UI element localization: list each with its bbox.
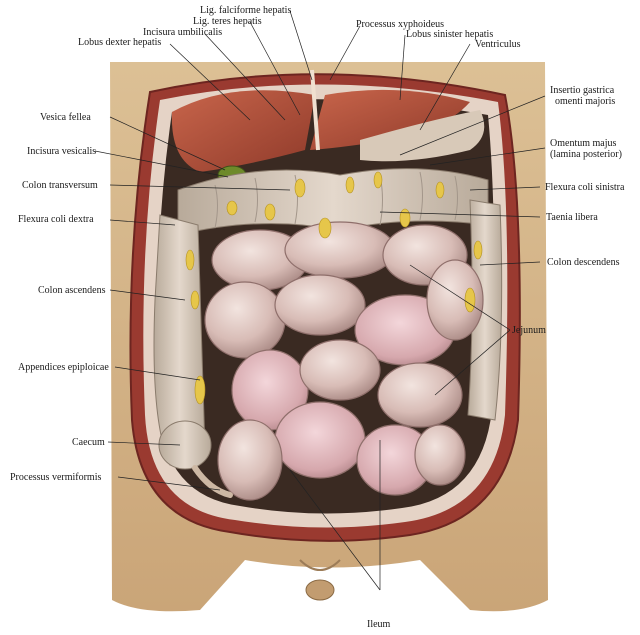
label-colon-descendens: Colon descendens [547, 257, 620, 268]
label-taenia-libera: Taenia libera [546, 212, 598, 223]
label-incisura-vesicalis: Incisura vesicalis [27, 146, 97, 157]
liver-right-lobe [171, 90, 315, 172]
label-processus-xyphoideus: Processus xyphoideus [356, 19, 445, 30]
label-flexura-coli-dextra: Flexura coli dextra [18, 214, 94, 225]
appendices-epiploicae [185, 171, 483, 405]
label-incisura-umbilicalis: Incisura umbilicalis [143, 27, 223, 38]
label-lig-teres: Lig. teres hepatis [193, 16, 262, 27]
label-insertio-2: omenti majoris [555, 96, 616, 107]
small-intestine-loops [204, 221, 484, 501]
stomach [360, 110, 485, 162]
label-colon-ascendens: Colon ascendens [38, 285, 106, 296]
label-caecum: Caecum [72, 437, 105, 448]
label-insertio-1: Insertio gastrica [550, 85, 615, 96]
label-appendices-epiploicae: Appendices epiploicae [18, 362, 109, 373]
caecum [158, 420, 212, 470]
navel [305, 579, 335, 601]
label-lig-falciforme: Lig. falciforme hepatis [200, 5, 292, 16]
label-omentum-2: (lamina posterior) [550, 149, 622, 160]
falciform-ligament [310, 69, 320, 151]
umbilicus [299, 559, 341, 571]
label-processus-vermiformis: Processus vermiformis [10, 472, 102, 483]
label-vesica-fellea: Vesica fellea [40, 112, 91, 123]
label-ventriculus: Ventriculus [475, 39, 521, 50]
label-ileum: Ileum [367, 619, 391, 630]
label-lobus-sinister: Lobus sinister hepatis [406, 29, 494, 40]
label-lobus-dexter: Lobus dexter hepatis [78, 37, 162, 48]
label-omentum-1: Omentum majus [550, 138, 617, 149]
vermiform-appendix [192, 465, 233, 498]
label-colon-transversum: Colon transversum [22, 180, 98, 191]
label-flexura-coli-sinistra: Flexura coli sinistra [545, 182, 625, 193]
label-jejunum: Jejunum [512, 325, 546, 336]
liver-left-lobe [310, 89, 470, 150]
